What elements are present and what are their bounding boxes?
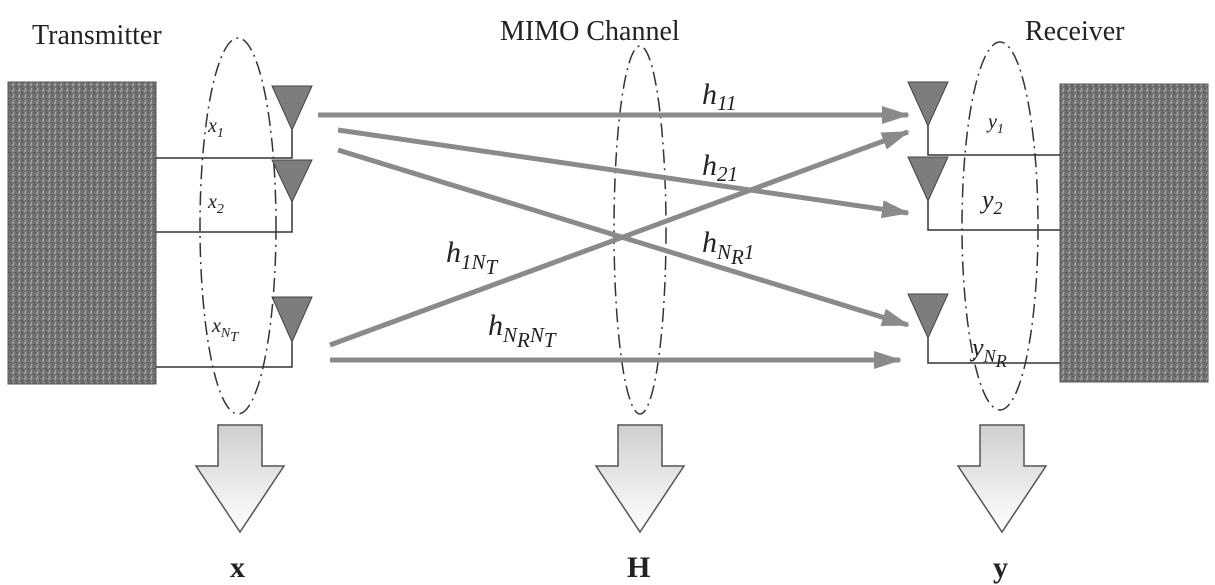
path-h21 <box>337 127 910 219</box>
receiver-title: Receiver <box>1025 16 1125 47</box>
h-ellipse <box>613 45 667 415</box>
label-hnrnt: hNRNT <box>488 309 557 352</box>
label-y2: y2 <box>979 185 1003 218</box>
tx-antennas <box>271 85 313 344</box>
tx-antenna-2-icon <box>271 159 313 204</box>
tx-antenna-nt-icon <box>271 296 313 344</box>
down-arrows <box>194 424 1048 534</box>
channel-title: MIMO Channel <box>500 16 680 47</box>
label-ynr: yNR <box>969 333 1007 371</box>
path-h1nt <box>329 129 910 348</box>
transmitter-title: Transmitter <box>32 20 162 51</box>
tx-feed-lines <box>156 130 293 368</box>
tx-antenna-1-icon <box>271 85 313 132</box>
label-hnr1: hNR1 <box>702 226 754 269</box>
receiver-block <box>1059 83 1209 383</box>
y-down-arrow-icon <box>956 424 1048 534</box>
grouping-ellipses <box>199 37 1039 415</box>
h-down-arrow-icon <box>594 424 686 534</box>
channel-paths <box>318 106 910 369</box>
label-h1nt: h1NT <box>446 236 499 279</box>
rx-feed-lines <box>927 125 1060 364</box>
label-h11: h11 <box>702 78 736 115</box>
vector-y: y <box>993 551 1008 584</box>
rx-antenna-2-icon <box>907 156 949 203</box>
label-y1: y1 <box>986 111 1004 137</box>
rx-antenna-1-icon <box>907 81 949 128</box>
label-x2: x2 <box>207 191 224 217</box>
vector-x: x <box>230 551 245 584</box>
vector-h: H <box>627 551 650 584</box>
x-ellipse <box>199 37 277 415</box>
transmitter-block <box>7 81 157 385</box>
y-ellipse <box>961 41 1039 411</box>
rx-antennas <box>907 81 949 340</box>
label-x1: x1 <box>207 115 224 141</box>
rx-antenna-nr-icon <box>907 293 949 340</box>
x-down-arrow-icon <box>194 424 286 534</box>
label-xnt: xNT <box>211 315 239 345</box>
label-h21: h21 <box>702 149 738 186</box>
